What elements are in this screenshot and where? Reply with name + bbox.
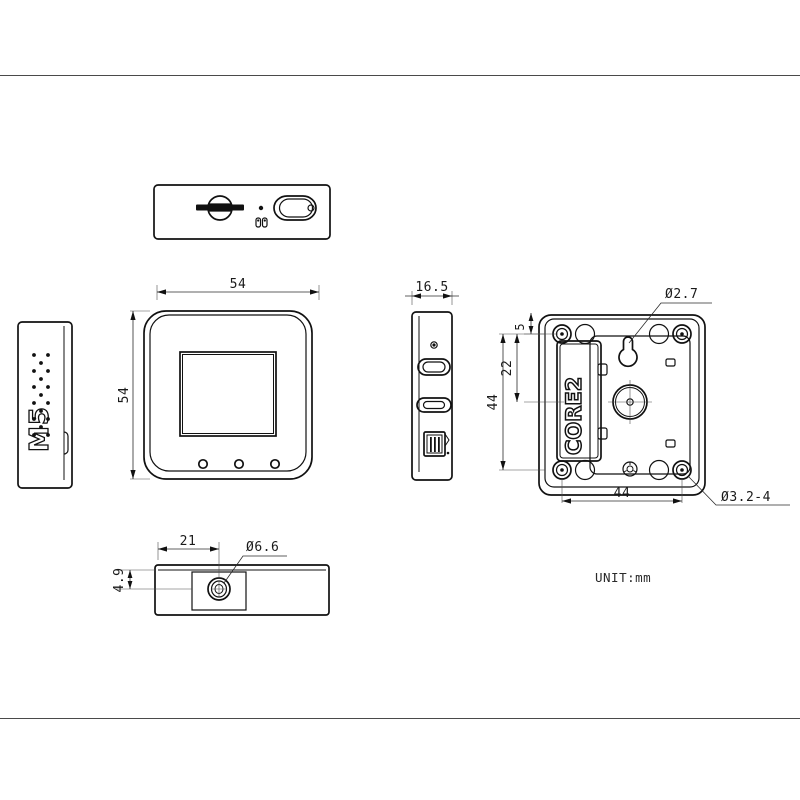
pad-square-lower: [665, 439, 676, 448]
button-a: [197, 458, 209, 470]
clip-tab-upper: [597, 363, 608, 376]
dim-back-width: 44: [561, 479, 683, 504]
dim-label-bottom-offset-x: 21: [180, 534, 197, 549]
usb-c-port-icon: [416, 397, 452, 413]
leader-dia-2p7: Ø2.7: [628, 287, 712, 344]
dim-front-width: 54: [156, 277, 320, 300]
corner-screw-bottom-left: [552, 460, 572, 480]
dim-bottom-offset-y: 4.9: [112, 568, 192, 593]
left-side-view: M5: [17, 321, 73, 489]
leader-dia-6p6: Ø6.6: [223, 540, 287, 584]
front-view: 54 54: [117, 277, 320, 480]
dim-side-thickness: 16.5: [405, 280, 459, 305]
vibration-motor: [608, 380, 652, 424]
dim-label-bottom-offset-y: 4.9: [112, 568, 127, 593]
dim-label-dia-tripod: Ø6.6: [246, 540, 279, 555]
speaker-grille-dots: [32, 353, 50, 437]
pad-square-upper: [665, 358, 676, 367]
dim-label-back-height: 44: [486, 394, 501, 411]
dim-label-back-hole-pitch: 22: [500, 360, 515, 377]
core2-text: CORE2: [562, 377, 586, 455]
side-led-icon: [430, 341, 438, 349]
leader-dia-3p2: Ø3.2-4: [687, 475, 790, 506]
sheet-border-bottom: [0, 718, 800, 719]
core2-label-block: CORE2: [556, 340, 602, 462]
dim-label-front-height: 54: [117, 387, 132, 404]
dim-label-dia-screw-top: Ø2.7: [665, 287, 698, 302]
dim-label-back-width: 44: [614, 486, 631, 501]
led-dot-icon: [258, 205, 264, 211]
m5-logo-text: M5: [25, 406, 55, 452]
magnet-pad-bottom-right: [648, 459, 670, 481]
bottom-view: 21 4.9 Ø6.6: [112, 534, 330, 616]
unit-note: UNIT:mm: [595, 570, 651, 585]
dim-back-height: 44: [486, 333, 545, 471]
clip-tab-lower: [597, 427, 608, 440]
corner-screw-top-right: [672, 324, 692, 344]
rosette-screw: [622, 461, 638, 477]
dim-label-side-thickness: 16.5: [415, 280, 448, 295]
back-view: CORE2: [486, 287, 790, 506]
magnet-pad-top-left: [574, 323, 596, 345]
dim-front-height: 54: [117, 310, 150, 480]
dim-label-back-offset-top: 5: [513, 323, 527, 330]
grove-connector-icon: [423, 431, 450, 457]
magnet-pad-top-right: [648, 323, 670, 345]
button-c: [269, 458, 281, 470]
dual-pin-pads-icon: [255, 217, 268, 228]
right-side-view: 16.5: [405, 280, 459, 481]
dim-label-front-width: 54: [230, 277, 247, 292]
sheet-border-top: [0, 75, 800, 76]
side-button-icon: [417, 358, 451, 376]
dim-back-offset-top: 5: [513, 313, 534, 334]
speaker-oval-icon: [273, 195, 317, 221]
dim-bottom-offset-x: 21: [157, 534, 220, 578]
top-view: [153, 184, 331, 240]
lcd-screen: [179, 351, 277, 437]
button-b: [233, 458, 245, 470]
dim-label-dia-corner: Ø3.2-4: [721, 490, 771, 505]
power-slot-icon: [196, 195, 244, 221]
keyhole-slot: [618, 336, 638, 368]
tripod-screw-hole: [207, 577, 231, 601]
magnet-pad-bottom-left: [574, 459, 596, 481]
dim-back-hole-pitch: 22: [500, 334, 520, 402]
